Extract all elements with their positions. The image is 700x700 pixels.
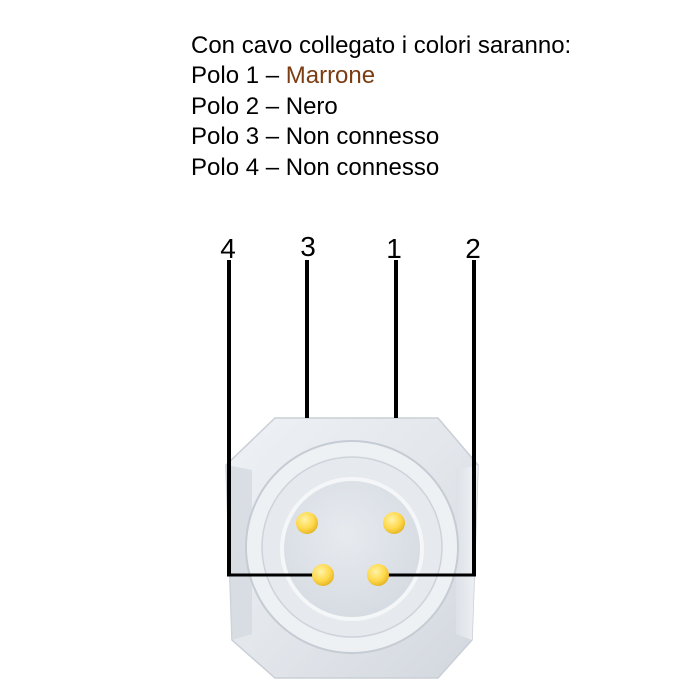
legend-pole-1-color: Marrone (285, 62, 376, 90)
legend-pole-1: Polo 1 – Marrone (191, 61, 671, 91)
legend-pole-3: Polo 3 – Non connesso (191, 122, 671, 152)
legend-pole-4-color: Non connesso (285, 153, 440, 181)
legend-pole-2-label: Polo 2 – (191, 92, 286, 120)
nut-left-flat (226, 465, 252, 640)
pin-bottom-left (312, 564, 334, 586)
pin-top-left (296, 512, 318, 534)
pin-bottom-right (367, 564, 389, 586)
legend-pole-3-label: Polo 3 – (191, 123, 286, 151)
legend-pole-2-color: Nero (285, 92, 338, 120)
legend-intro: Con cavo collegato i colori saranno: (191, 32, 572, 59)
connector-face (280, 477, 424, 621)
pin-top-right (383, 512, 405, 534)
pin-label-2: 2 (465, 233, 481, 264)
legend-pole-3-color: Non connesso (285, 123, 440, 151)
pin-label-4: 4 (220, 233, 236, 264)
pole-legend: Con cavo collegato i colori saranno: Pol… (191, 31, 671, 183)
legend-pole-1-label: Polo 1 – (191, 62, 286, 90)
legend-pole-4-label: Polo 4 – (191, 153, 286, 181)
legend-pole-2: Polo 2 – Nero (191, 92, 671, 122)
pin-label-1: 1 (386, 233, 402, 264)
pin-label-3: 3 (300, 231, 316, 262)
legend-pole-4: Polo 4 – Non connesso (191, 153, 671, 183)
